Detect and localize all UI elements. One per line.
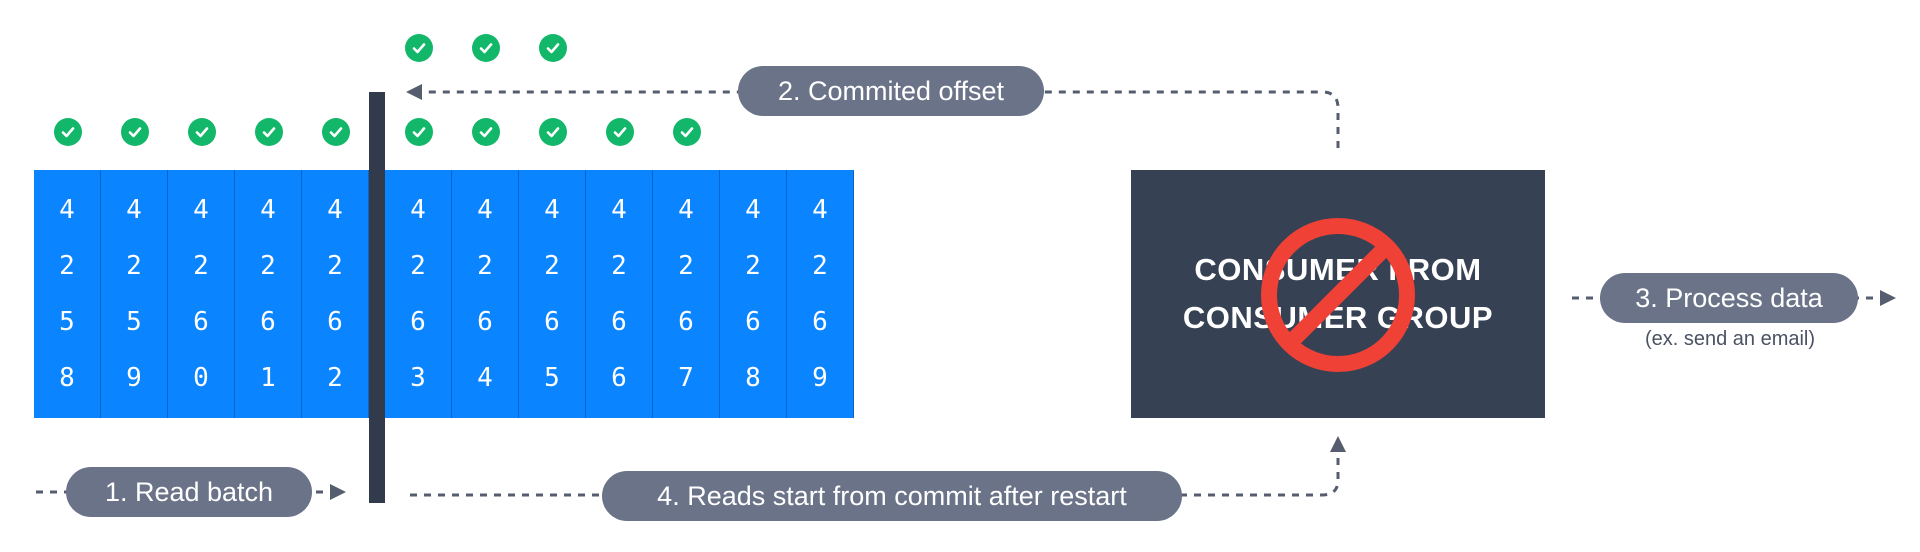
- committed-offset-label: 2. Commited offset: [738, 66, 1044, 116]
- offset-digit: 7: [678, 363, 694, 393]
- offset-digit: 2: [745, 251, 761, 281]
- offset-digit: 4: [193, 195, 209, 225]
- offset-digit: 2: [59, 251, 75, 281]
- offset-digit: 0: [193, 363, 209, 393]
- offset-digit: 6: [812, 307, 828, 337]
- log-cell: 4 2 6 8: [720, 170, 787, 418]
- offset-digit: 4: [477, 195, 493, 225]
- offset-digit: 4: [126, 195, 142, 225]
- check-icon: [255, 118, 283, 146]
- offset-digit: 5: [544, 363, 560, 393]
- offset-digit: 5: [59, 307, 75, 337]
- check-icon: [472, 118, 500, 146]
- log-cell: 4 2 6 6: [586, 170, 653, 418]
- log-cell: 4 2 6 5: [519, 170, 586, 418]
- log-cell: 4 2 6 4: [452, 170, 519, 418]
- offset-digit: 8: [745, 363, 761, 393]
- offset-digit: 4: [327, 195, 343, 225]
- offset-digit: 4: [410, 195, 426, 225]
- check-icon: [673, 118, 701, 146]
- offset-digit: 6: [678, 307, 694, 337]
- offset-digit: 2: [327, 363, 343, 393]
- offset-digit: 2: [126, 251, 142, 281]
- log-cell: 4 2 6 3: [385, 170, 452, 418]
- consumer-box: CONSUMER FROM CONSUMER GROUP: [1131, 170, 1545, 418]
- log-cell: 4 2 6 1: [235, 170, 302, 418]
- offset-digit: 4: [544, 195, 560, 225]
- offset-digit: 6: [745, 307, 761, 337]
- offset-digit: 9: [126, 363, 142, 393]
- forbidden-icon: [1261, 218, 1415, 372]
- log-cell: 4 2 6 2: [302, 170, 369, 418]
- log-cell: 4 2 6 0: [168, 170, 235, 418]
- offset-digit: 4: [678, 195, 694, 225]
- commit-arrowhead: [406, 84, 422, 100]
- offset-digit: 6: [193, 307, 209, 337]
- check-icon: [405, 34, 433, 62]
- check-icon: [539, 34, 567, 62]
- check-icon: [606, 118, 634, 146]
- offset-digit: 2: [678, 251, 694, 281]
- offset-digit: 2: [410, 251, 426, 281]
- offset-digit: 2: [544, 251, 560, 281]
- offset-digit: 3: [410, 363, 426, 393]
- process-arrowhead: [1880, 290, 1896, 306]
- offset-digit: 4: [611, 195, 627, 225]
- offset-digit: 4: [260, 195, 276, 225]
- offset-digit: 1: [260, 363, 276, 393]
- offset-digit: 6: [544, 307, 560, 337]
- offset-digit: 9: [812, 363, 828, 393]
- consumer-label: CONSUMER FROM CONSUMER GROUP: [1131, 170, 1545, 418]
- offset-digit: 2: [477, 251, 493, 281]
- offset-digit: 4: [745, 195, 761, 225]
- restart-reads-label: 4. Reads start from commit after restart: [602, 471, 1182, 521]
- offset-digit: 6: [477, 307, 493, 337]
- offset-digit: 2: [812, 251, 828, 281]
- log-cell: 4 2 5 9: [101, 170, 168, 418]
- offset-digit: 6: [327, 307, 343, 337]
- log-cell: 4 2 6 9: [787, 170, 854, 418]
- check-icon: [472, 34, 500, 62]
- committed-offset-marker: [369, 92, 385, 503]
- read-batch-label: 1. Read batch: [66, 467, 312, 517]
- restart-arrowhead: [1330, 436, 1346, 452]
- offset-digit: 4: [59, 195, 75, 225]
- log-cell: 4 2 6 7: [653, 170, 720, 418]
- check-icon: [539, 118, 567, 146]
- offset-digit: 2: [260, 251, 276, 281]
- check-icon: [121, 118, 149, 146]
- offset-digit: 4: [477, 363, 493, 393]
- offset-digit: 6: [611, 307, 627, 337]
- offset-digit: 8: [59, 363, 75, 393]
- read-batch-arrowhead: [330, 484, 346, 500]
- restart-connector: [410, 452, 1340, 497]
- check-icon: [188, 118, 216, 146]
- consumer-label-line-1: CONSUMER FROM: [1194, 252, 1482, 287]
- offset-digit: 6: [611, 363, 627, 393]
- check-icon: [405, 118, 433, 146]
- process-data-caption: (ex. send an email): [1644, 328, 1816, 350]
- check-icon: [54, 118, 82, 146]
- offset-digit: 6: [260, 307, 276, 337]
- check-icon: [322, 118, 350, 146]
- offset-digit: 2: [611, 251, 627, 281]
- process-data-label: 3. Process data: [1600, 273, 1858, 323]
- offset-digit: 2: [327, 251, 343, 281]
- offset-digit: 4: [812, 195, 828, 225]
- offset-digit: 6: [410, 307, 426, 337]
- offset-digit: 5: [126, 307, 142, 337]
- log-cell: 4 2 5 8: [34, 170, 101, 418]
- offset-digit: 2: [193, 251, 209, 281]
